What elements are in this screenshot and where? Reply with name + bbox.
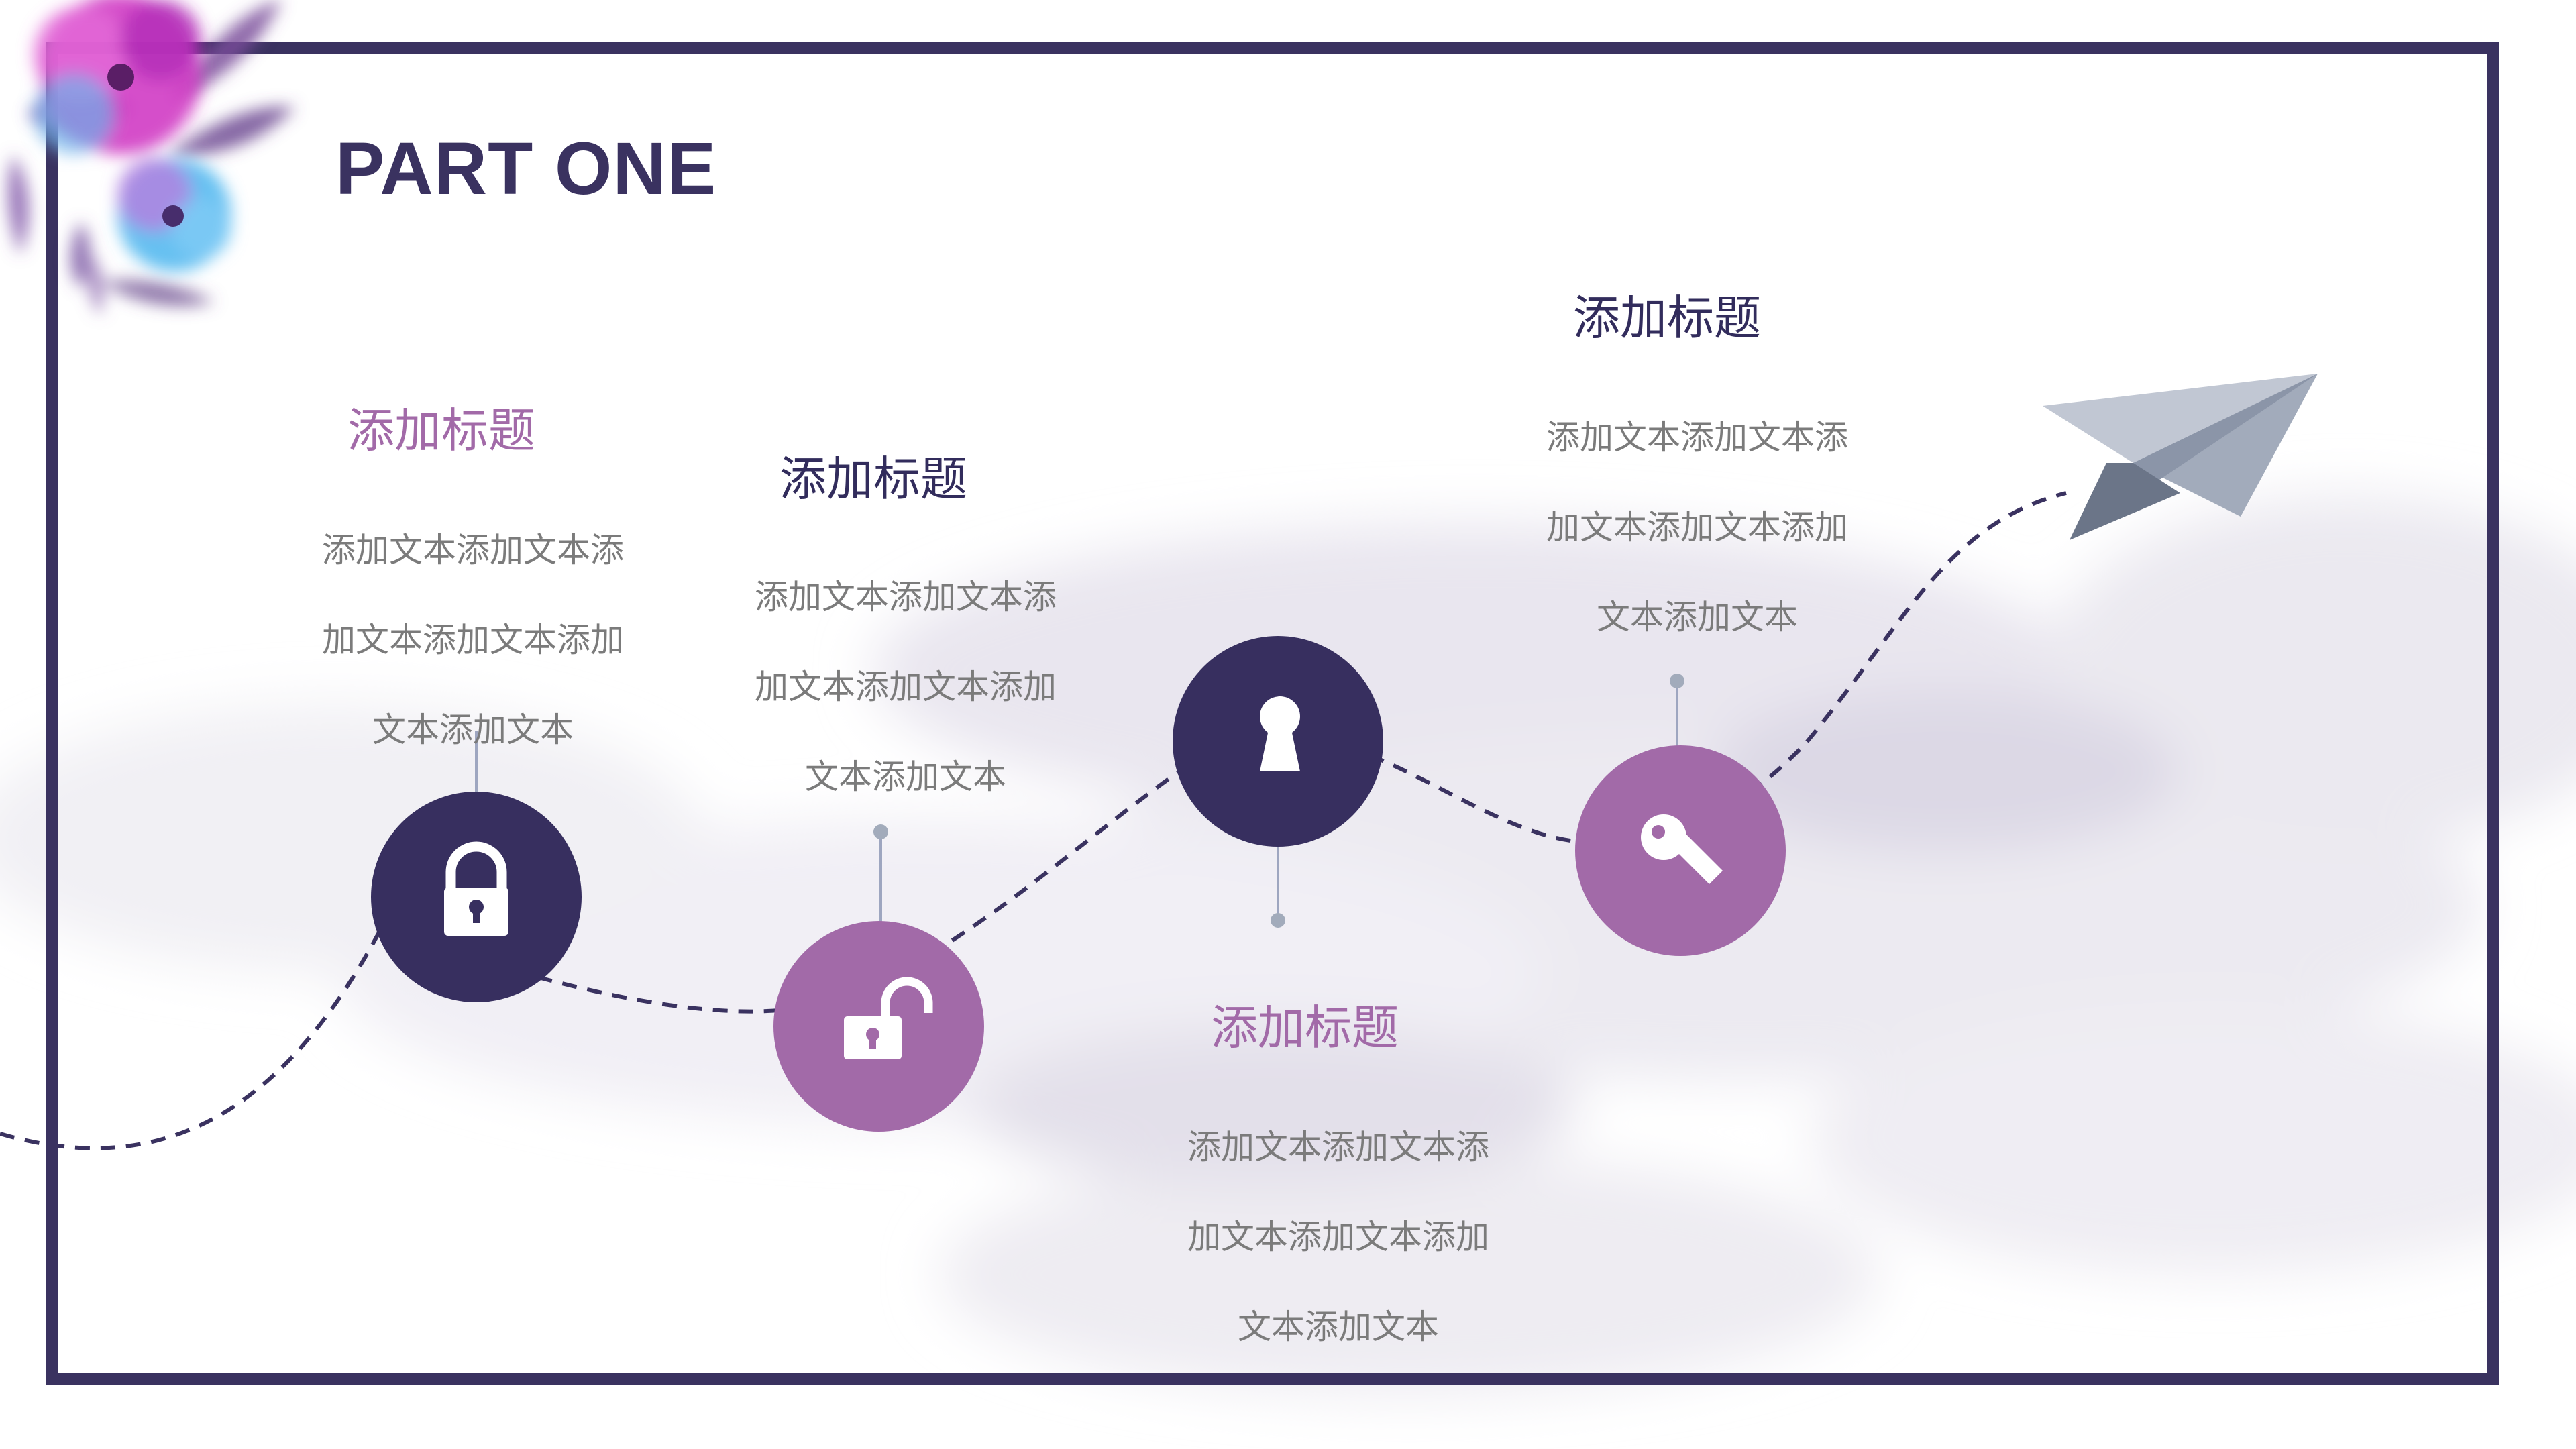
step-1-badge [371, 792, 582, 1002]
paper-plane-icon [2043, 374, 2318, 540]
step-2-badge [773, 921, 984, 1132]
step-3-text-line: 文本添加文本 [1238, 1307, 1439, 1346]
keyhole-icon [1260, 696, 1300, 771]
step-1-heading: 添加标题 [347, 403, 535, 458]
connector-dots [873, 674, 1684, 928]
step-3-badge [1173, 636, 1383, 847]
step-4-text-line: 添加文本添加文本添 [1546, 418, 1848, 457]
step-3-text-line: 添加文本添加文本添 [1187, 1128, 1489, 1167]
step-1-text-line: 文本添加文本 [372, 710, 574, 749]
step-4-heading: 添加标题 [1573, 290, 1761, 345]
step-2-text-line: 文本添加文本 [805, 757, 1006, 796]
step-1-text-line: 添加文本添加文本添 [322, 531, 624, 570]
page-title: PART ONE [335, 127, 717, 210]
step-2-heading: 添加标题 [780, 451, 967, 506]
dashed-path [0, 491, 2067, 1150]
step-3-text-line: 加文本添加文本添加 [1187, 1218, 1489, 1256]
step-2-text-line: 添加文本添加文本添 [755, 578, 1057, 616]
step-2-text-line: 加文本添加文本添加 [755, 667, 1057, 706]
flower-decoration [8, 0, 295, 315]
padlock-unlocked-icon [844, 977, 933, 1059]
step-4-badge [1575, 745, 1786, 956]
step-1-text-line: 加文本添加文本添加 [322, 621, 624, 659]
step-4-text-line: 文本添加文本 [1597, 598, 1798, 637]
key-icon [1641, 814, 1723, 884]
padlock-locked-icon [444, 841, 508, 936]
connectors [475, 681, 1678, 922]
cloud-background [0, 496, 2576, 1395]
step-3-heading: 添加标题 [1211, 1000, 1399, 1055]
slide-frame [46, 42, 2499, 1385]
step-4-text-line: 加文本添加文本添加 [1546, 508, 1848, 547]
